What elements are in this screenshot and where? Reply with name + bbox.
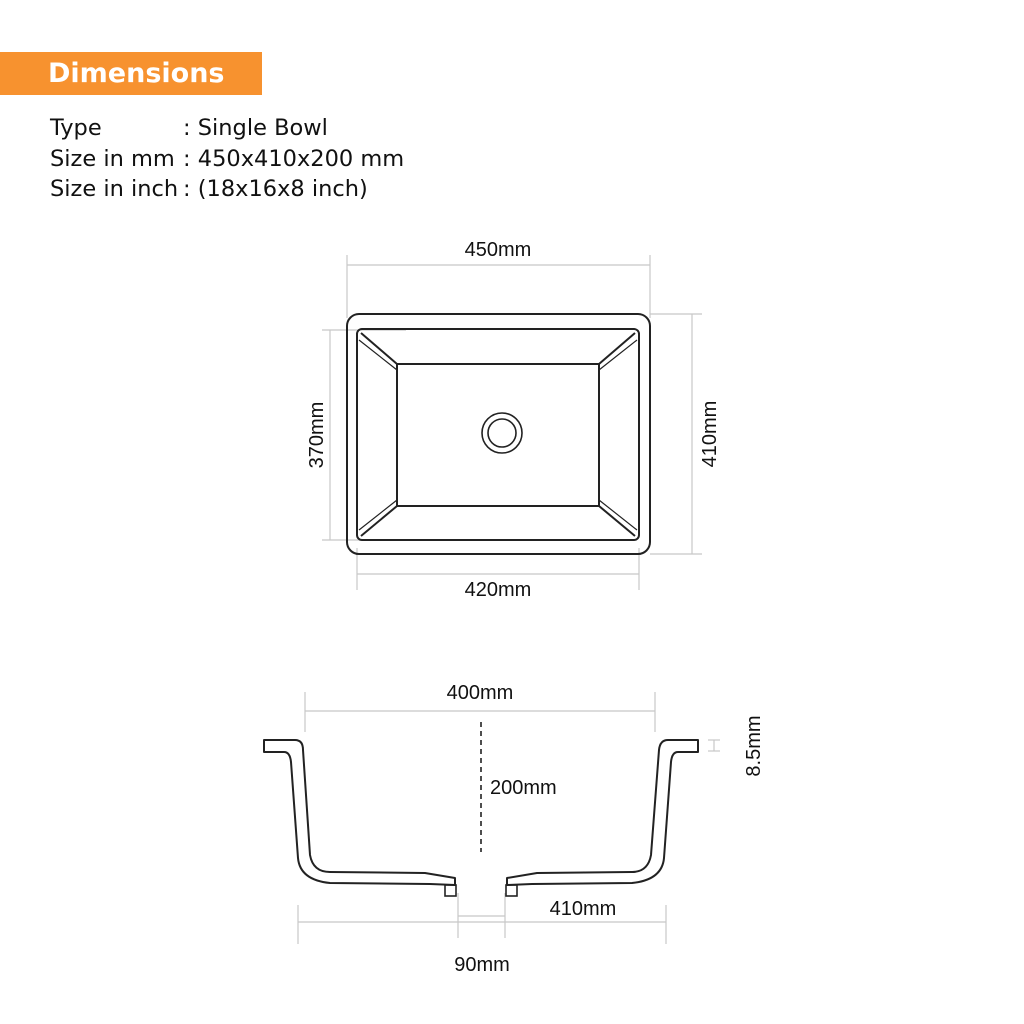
- sink-outer-rim: [346, 313, 651, 555]
- side-view-dimension-lines: [297, 692, 720, 944]
- spec-separator: :: [183, 176, 191, 202]
- drain-flange-right: [505, 884, 518, 897]
- sink-inner-rim: [356, 328, 640, 541]
- spec-separator: :: [183, 115, 191, 141]
- spec-label: Size in inch: [50, 176, 179, 202]
- label-420mm: 420mm: [465, 579, 532, 601]
- label-200mm: 200mm: [490, 777, 557, 799]
- spec-value: (18x16x8 inch): [197, 176, 368, 202]
- sink-outline: [346, 313, 651, 555]
- label-450mm: 450mm: [465, 239, 532, 261]
- label-410mm: 410mm: [699, 401, 721, 468]
- label-8-5mm: 8.5mm: [743, 715, 765, 776]
- spec-label: Type: [50, 115, 102, 141]
- spec-value: 450x410x200 mm: [197, 145, 405, 172]
- sink-profile-right: [506, 739, 699, 886]
- label-370mm: 370mm: [306, 402, 328, 469]
- spec-separator: :: [183, 145, 191, 172]
- drain-circle-icon: [481, 412, 523, 454]
- spec-row-type: Type : Single Bowl: [50, 113, 404, 144]
- banner-title: Dimensions: [48, 58, 225, 89]
- spec-value: Single Bowl: [197, 115, 328, 141]
- label-90mm: 90mm: [454, 954, 510, 976]
- label-400mm: 400mm: [447, 682, 514, 704]
- sink-basin-floor: [396, 363, 600, 507]
- corner-bevel-inner: [358, 339, 638, 531]
- spec-label: Size in mm: [50, 145, 175, 172]
- top-view-dimension-lines: [322, 255, 702, 590]
- sink-profile-left: [263, 739, 456, 886]
- side-view: 400mm 200mm 8.5mm 410mm 90mm: [263, 682, 765, 976]
- spec-list: Type : Single Bowl Size in mm : 450x410x…: [50, 113, 404, 205]
- label-410mm-bottom: 410mm: [550, 898, 617, 920]
- drain-flange-left: [444, 884, 457, 897]
- top-view: 450mm 420mm 370mm 410mm: [306, 239, 721, 601]
- spec-row-size-inch: Size in inch : (18x16x8 inch): [50, 174, 404, 205]
- dimensions-banner: Dimensions: [0, 52, 262, 95]
- spec-row-size-mm: Size in mm : 450x410x200 mm: [50, 144, 404, 175]
